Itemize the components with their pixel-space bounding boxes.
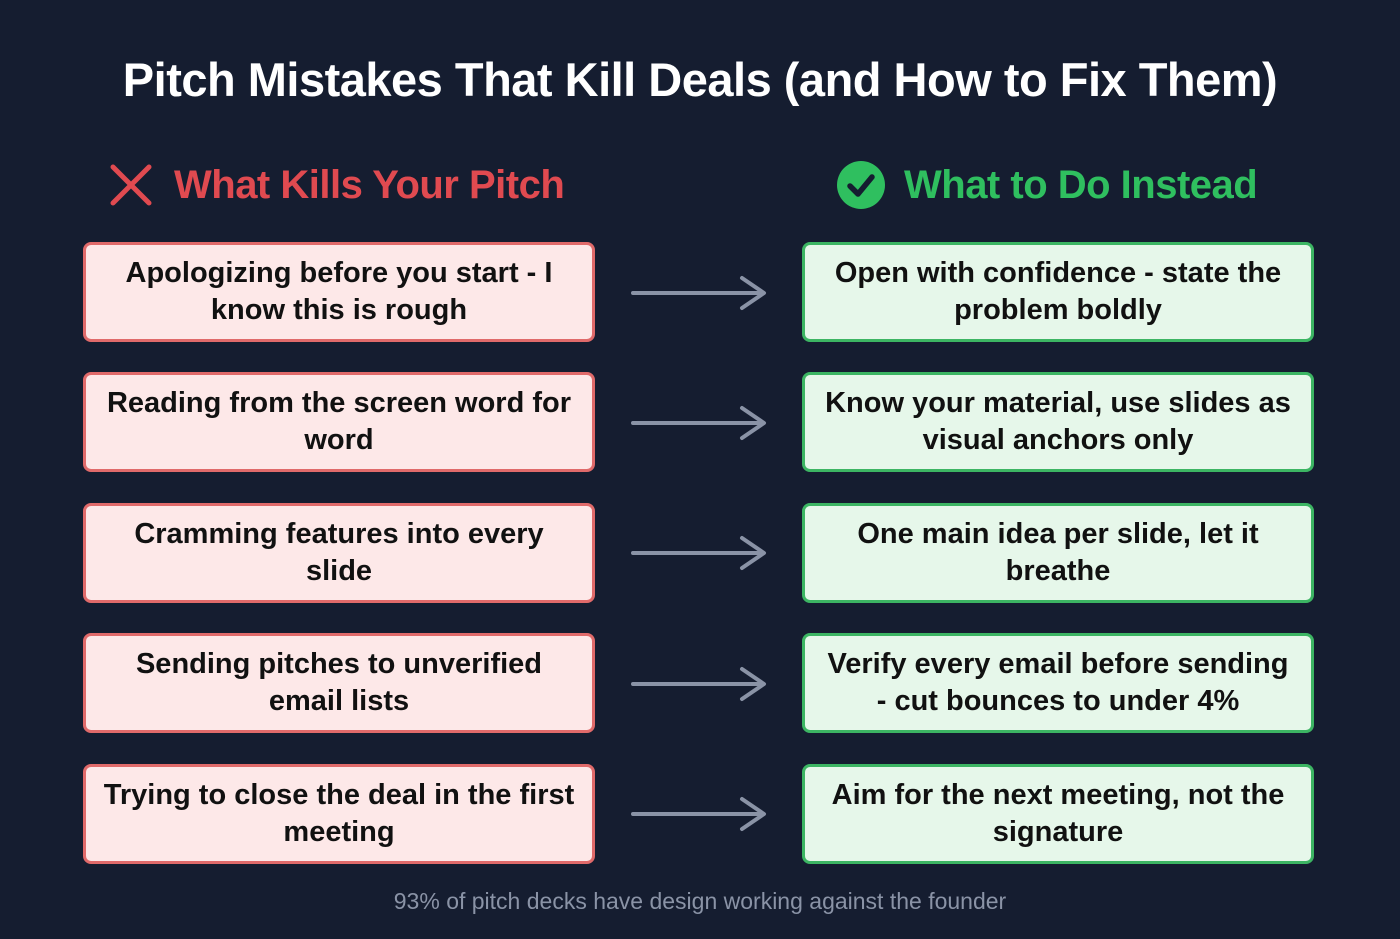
mistake-card: Sending pitches to unverified email list…	[83, 633, 595, 733]
page-title: Pitch Mistakes That Kill Deals (and How …	[122, 53, 1278, 106]
x-icon	[106, 160, 156, 210]
fix-card: Verify every email before sending - cut …	[802, 633, 1314, 733]
check-circle-icon	[836, 160, 886, 210]
mistake-card: Cramming features into every slide	[83, 503, 595, 603]
mistake-card: Reading from the screen word for word	[83, 372, 595, 472]
arrow-right-icon	[631, 667, 766, 701]
fix-card: Know your material, use slides as visual…	[802, 372, 1314, 472]
fix-card: Open with confidence - state the problem…	[802, 242, 1314, 342]
arrow-right-icon	[631, 406, 766, 440]
fixes-column-heading: What to Do Instead	[836, 160, 1258, 210]
arrow-right-icon	[631, 797, 766, 831]
arrow-right-icon	[631, 536, 766, 570]
arrow-right-icon	[631, 276, 766, 310]
mistake-card: Trying to close the deal in the first me…	[83, 764, 595, 864]
mistakes-heading-text: What Kills Your Pitch	[174, 162, 565, 207]
fixes-heading-text: What to Do Instead	[904, 162, 1258, 207]
fix-card: One main idea per slide, let it breathe	[802, 503, 1314, 603]
mistakes-column-heading: What Kills Your Pitch	[106, 160, 565, 210]
fix-card: Aim for the next meeting, not the signat…	[802, 764, 1314, 864]
mistake-card: Apologizing before you start - I know th…	[83, 242, 595, 342]
footer-note: 93% of pitch decks have design working a…	[393, 888, 1007, 914]
